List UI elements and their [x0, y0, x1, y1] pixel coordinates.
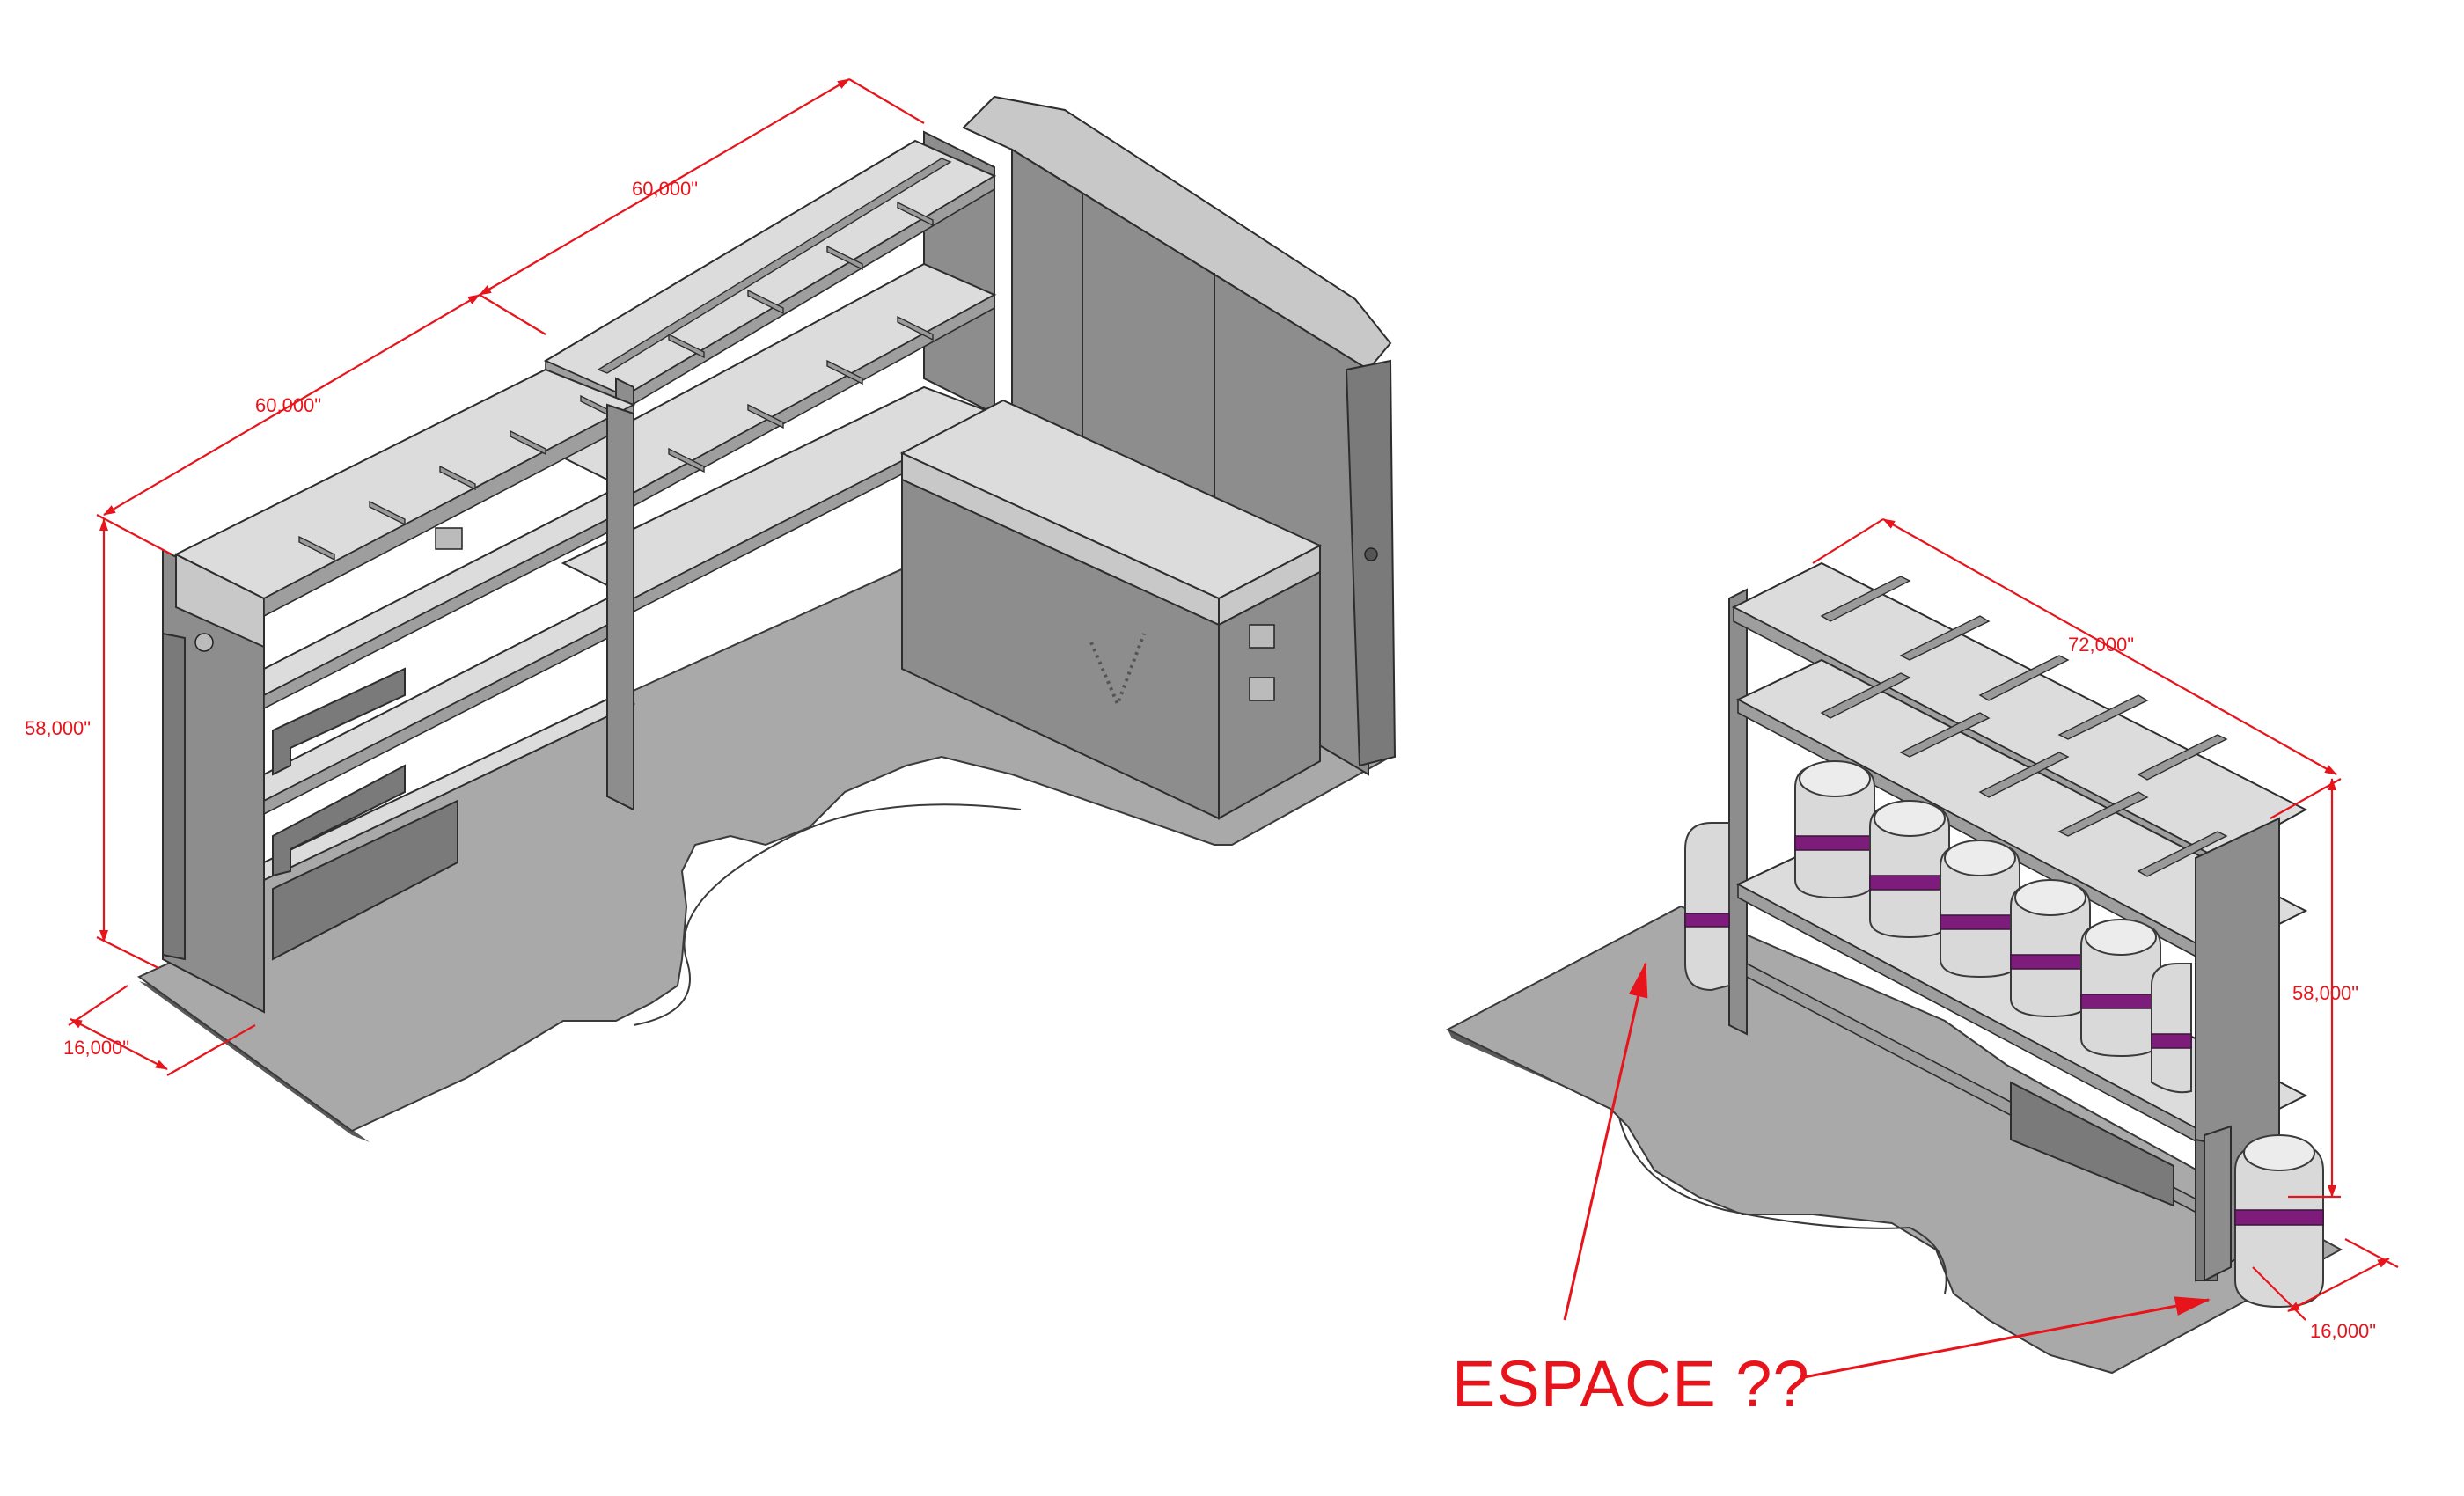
left-storage-box — [899, 399, 1323, 820]
left-dimension-length-upper: 60,000" — [479, 78, 925, 296]
dim-label-length-right: 72,000" — [2068, 634, 2134, 656]
espace-annotation: ESPACE ?? — [1452, 962, 2211, 1420]
left-van-assembly: 60,000" 60,000" 58,000" 16,000" — [25, 78, 1397, 1142]
propane-tank — [1684, 822, 1730, 992]
left-dimension-height: 58,000" — [25, 514, 172, 969]
right-dimension-height: 58,000" — [2288, 778, 2358, 1199]
right-dimension-depth: 16,000" — [2252, 1238, 2399, 1342]
left-dimension-length-lower: 60,000" — [103, 294, 546, 516]
propane-tank — [2080, 919, 2161, 1058]
right-van-assembly: 72,000" 58,000" 16,000" — [1445, 518, 2399, 1375]
propane-tanks — [1684, 760, 2324, 1309]
dim-label-height-right: 58,000" — [2292, 982, 2358, 1004]
dim-label-depth-right: 16,000" — [2310, 1320, 2376, 1342]
propane-tank — [2151, 963, 2192, 1094]
propane-tank — [1940, 840, 2020, 979]
espace-label: ESPACE ?? — [1452, 1347, 1810, 1420]
dim-label-length-upper: 60,000" — [632, 178, 698, 200]
dim-label-length-lower: 60,000" — [255, 394, 321, 416]
propane-tank — [1794, 760, 1875, 899]
propane-tank — [2010, 879, 2091, 1018]
right-floor-plate — [1445, 905, 2343, 1375]
dim-label-height-left: 58,000" — [25, 717, 91, 739]
left-dimension-depth: 16,000" — [63, 985, 256, 1076]
propane-tank — [1869, 800, 1950, 939]
dim-label-depth-left: 16,000" — [63, 1037, 129, 1059]
